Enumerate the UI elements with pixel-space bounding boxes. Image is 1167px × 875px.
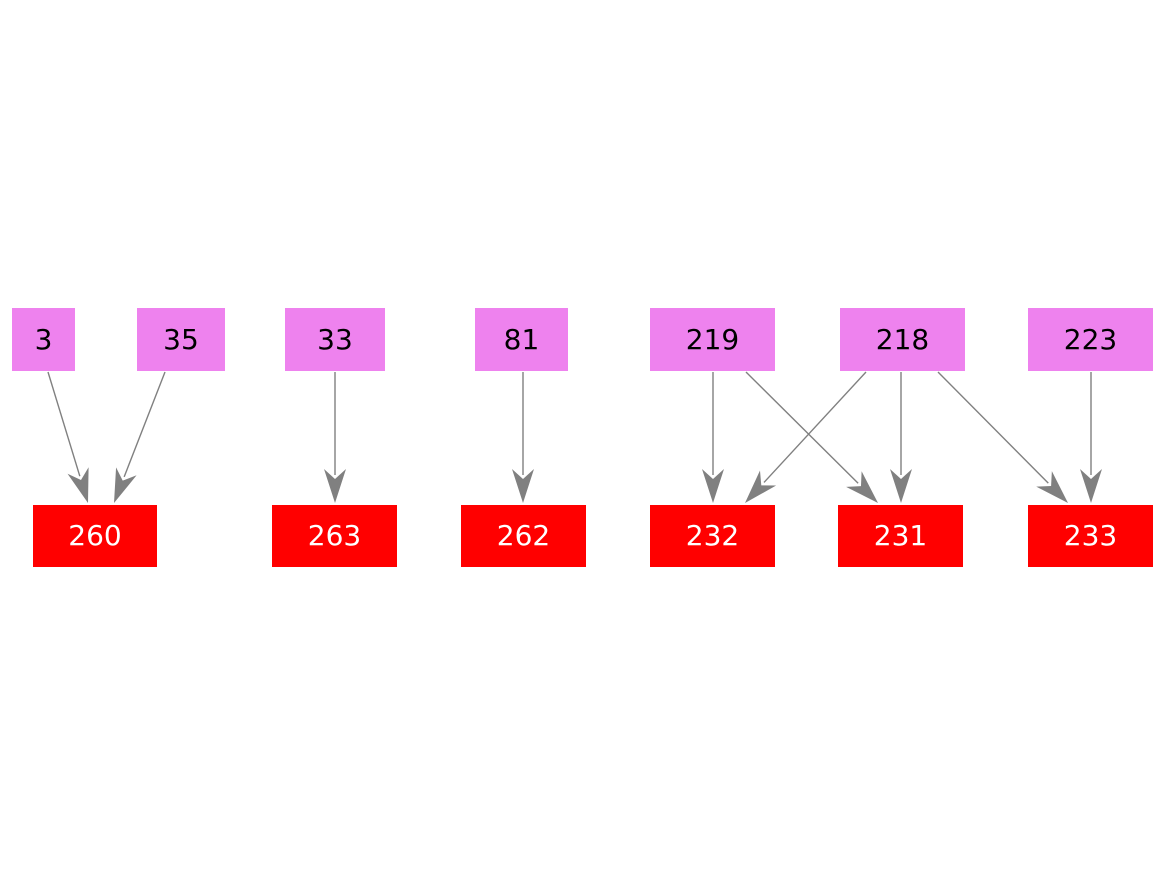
edge-223-to-233 bbox=[1080, 372, 1102, 503]
arrowhead-icon bbox=[1036, 471, 1068, 503]
arrowhead-icon bbox=[114, 467, 137, 503]
node-n231[interactable]: 231 bbox=[838, 505, 963, 567]
edge-line bbox=[123, 371, 166, 478]
node-n223[interactable]: 223 bbox=[1028, 308, 1153, 371]
edge-218-to-231 bbox=[890, 372, 912, 503]
arrowhead-icon bbox=[67, 467, 89, 503]
node-n263[interactable]: 263 bbox=[272, 505, 397, 567]
node-label: 232 bbox=[685, 519, 740, 552]
arrowhead-icon bbox=[890, 469, 912, 503]
edge-218-to-232 bbox=[745, 371, 867, 503]
node-n35[interactable]: 35 bbox=[137, 308, 225, 371]
node-n232[interactable]: 232 bbox=[650, 505, 775, 567]
edge-35-to-260 bbox=[114, 371, 166, 503]
arrowhead-icon bbox=[745, 470, 777, 503]
node-n218[interactable]: 218 bbox=[840, 308, 965, 371]
edge-3-to-260 bbox=[47, 371, 89, 503]
arrowhead-icon bbox=[846, 471, 878, 503]
edge-81-to-262 bbox=[512, 372, 534, 503]
node-label: 233 bbox=[1063, 519, 1118, 552]
edge-218-to-233 bbox=[937, 371, 1068, 503]
arrowhead-icon bbox=[324, 469, 346, 503]
node-label: 223 bbox=[1063, 322, 1118, 356]
node-label: 218 bbox=[875, 322, 930, 356]
edge-line bbox=[745, 371, 859, 484]
edge-219-to-231 bbox=[745, 371, 878, 503]
node-n262[interactable]: 262 bbox=[461, 505, 586, 567]
node-n81[interactable]: 81 bbox=[475, 308, 568, 371]
node-label: 81 bbox=[503, 322, 540, 356]
arrowhead-icon bbox=[1080, 469, 1102, 503]
arrowhead-icon bbox=[512, 469, 534, 503]
node-n33[interactable]: 33 bbox=[285, 308, 385, 371]
node-n3[interactable]: 3 bbox=[12, 308, 75, 371]
node-n260[interactable]: 260 bbox=[33, 505, 157, 567]
edge-line bbox=[763, 371, 867, 483]
node-label: 262 bbox=[496, 519, 551, 552]
node-label: 35 bbox=[163, 322, 199, 356]
node-label: 219 bbox=[685, 322, 740, 356]
arrowhead-icon bbox=[702, 469, 724, 503]
node-label: 263 bbox=[307, 519, 362, 552]
node-label: 260 bbox=[68, 519, 122, 552]
node-n233[interactable]: 233 bbox=[1028, 505, 1153, 567]
edge-line bbox=[47, 371, 81, 477]
edge-219-to-232 bbox=[702, 372, 724, 503]
node-label: 3 bbox=[34, 322, 53, 356]
edge-line bbox=[937, 371, 1049, 484]
node-n219[interactable]: 219 bbox=[650, 308, 775, 371]
edge-33-to-263 bbox=[324, 372, 346, 503]
node-label: 231 bbox=[873, 519, 928, 552]
node-label: 33 bbox=[317, 322, 353, 356]
